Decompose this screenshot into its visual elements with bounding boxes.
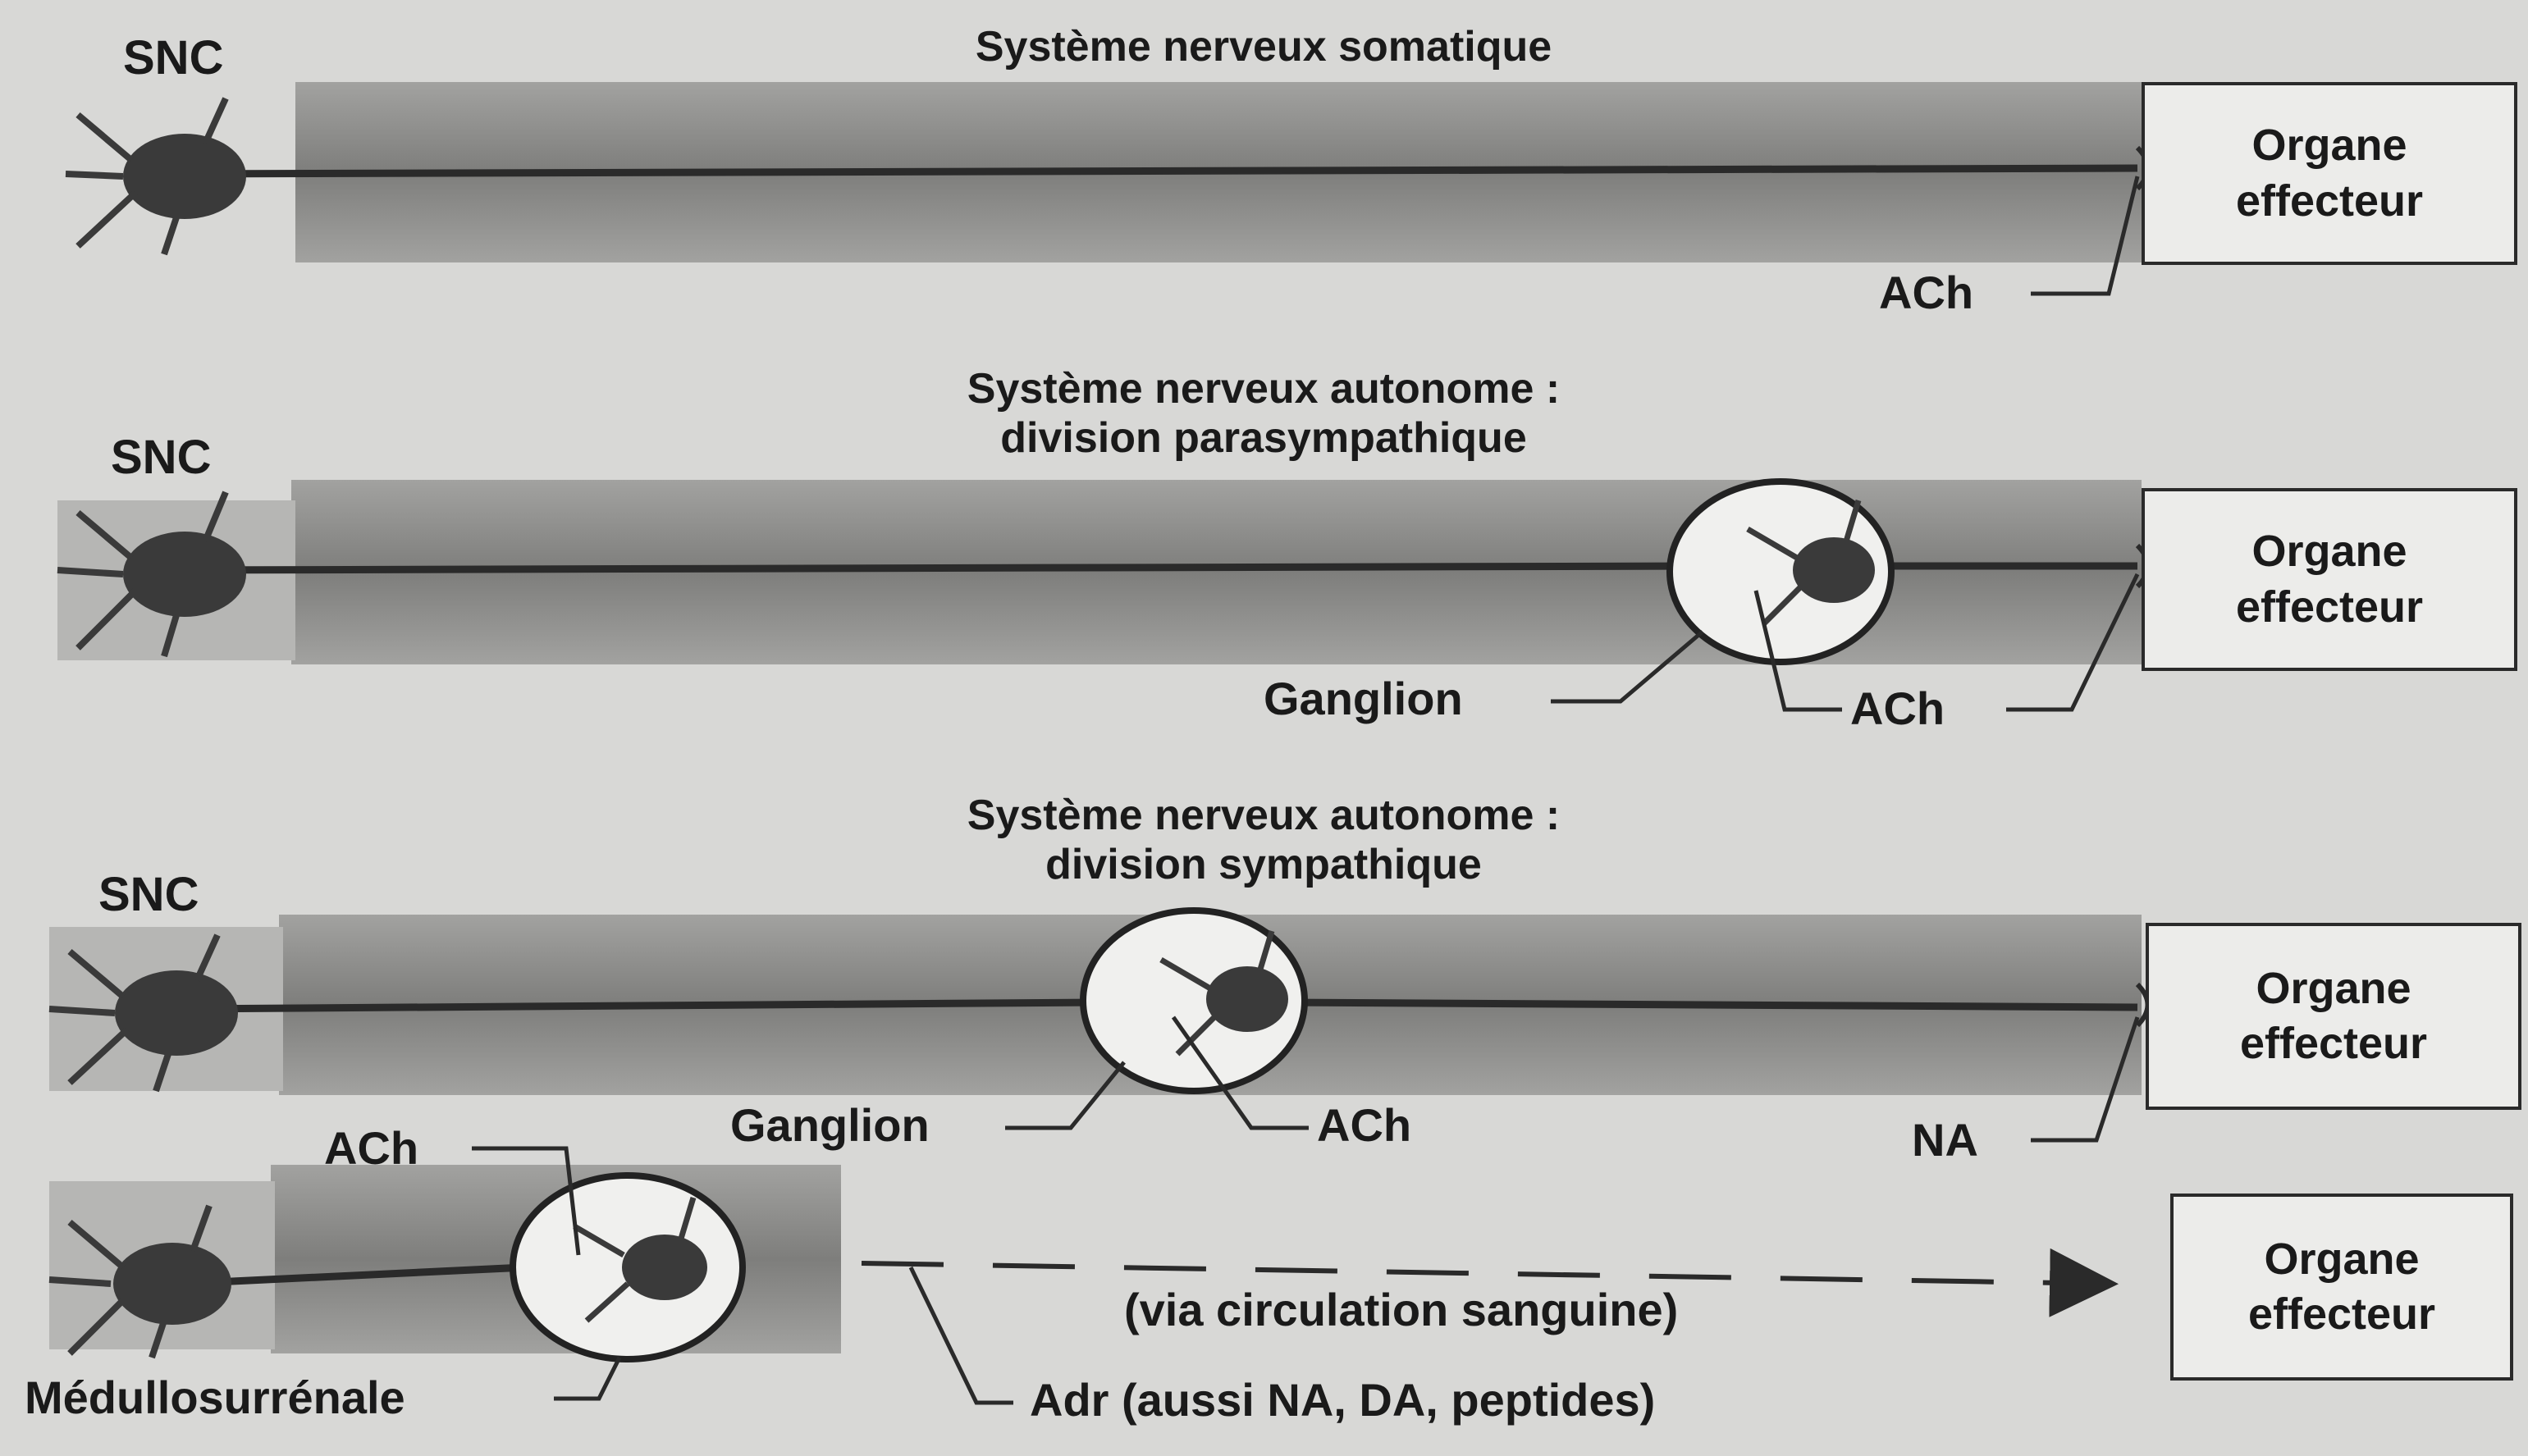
parasympathetic-pathway — [57, 480, 2148, 710]
sympathetic-pathway — [49, 911, 2148, 1140]
adrenal-effector-organ: Organe effecteur — [2170, 1194, 2513, 1381]
adrenal-chromaffin-cell — [622, 1235, 707, 1300]
circulation-label: (via circulation sanguine) — [1124, 1284, 1678, 1336]
adrenal-gland-label: Médullosurrénale — [25, 1372, 405, 1424]
adrenal-ach-label: ACh — [324, 1122, 418, 1175]
symp-ganglion-label: Ganglion — [730, 1099, 930, 1152]
symp-na-label: NA — [1912, 1114, 1978, 1166]
symp-title: Système nerveux autonome : division symp… — [722, 792, 1805, 890]
para-effector-organ: Organe effecteur — [2142, 488, 2517, 671]
hormone-pointer — [911, 1267, 1013, 1403]
blood-circulation-arrow — [862, 1263, 2109, 1284]
para-title: Système nerveux autonome : division para… — [722, 365, 1805, 463]
somatic-cns-label: SNC — [123, 31, 223, 86]
para-preganglionic-axon — [189, 566, 1698, 570]
symp-postganglionic-axon — [1280, 1002, 2137, 1007]
somatic-ach-label: ACh — [1879, 267, 1973, 319]
adrenal-effector-label: Organe effecteur — [2248, 1232, 2435, 1343]
symp-ganglion-neuron — [1206, 966, 1288, 1032]
adrenal-gland-pointer — [554, 1358, 619, 1399]
para-ganglion-ach-label: ACh — [1850, 682, 1945, 735]
para-ganglion-neuron — [1793, 537, 1875, 603]
adrenal-pathway — [49, 1148, 2109, 1403]
somatic-cns-neuron — [66, 98, 246, 254]
para-cns-label: SNC — [111, 431, 211, 486]
symp-effector-label: Organe effecteur — [2240, 961, 2427, 1072]
symp-cns-label: SNC — [98, 868, 199, 923]
symp-effector-organ: Organe effecteur — [2146, 923, 2521, 1110]
somatic-effector-label: Organe effecteur — [2236, 118, 2423, 229]
para-effector-label: Organe effecteur — [2236, 524, 2423, 635]
symp-ganglion-ach-label: ACh — [1317, 1099, 1411, 1152]
somatic-effector-organ: Organe effecteur — [2142, 82, 2517, 265]
hormones-label: Adr (aussi NA, DA, peptides) — [1030, 1374, 1655, 1426]
somatic-title: Système nerveux somatique — [738, 23, 1789, 72]
somatic-pathway — [66, 82, 2148, 294]
para-ganglion-label: Ganglion — [1264, 673, 1463, 725]
